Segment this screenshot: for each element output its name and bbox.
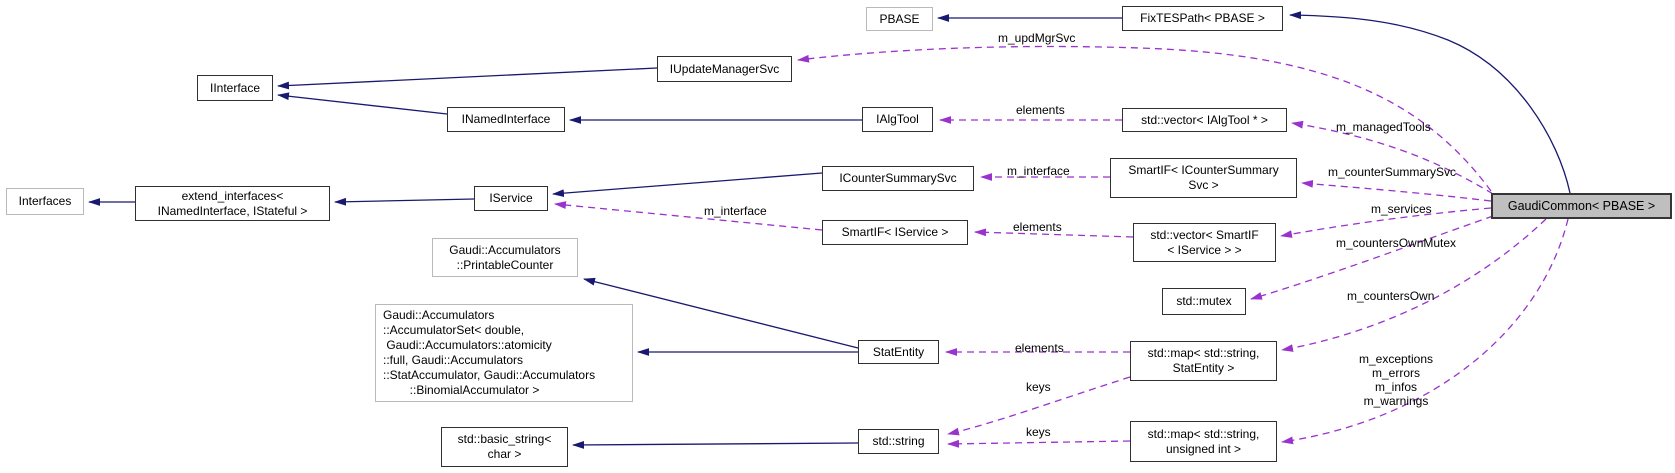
node-gaudicommon-current: GaudiCommon< PBASE > <box>1491 193 1672 219</box>
edge-label-services: m_services <box>1371 202 1432 216</box>
edge-gaudicommon-mapunsigned <box>1281 218 1569 445</box>
edge-label-interface-counter: m_interface <box>1007 164 1070 178</box>
edge-label-countersownmutex: m_countersOwnMutex <box>1336 236 1457 250</box>
node-printable-counter: Gaudi::Accumulators ::PrintableCounter <box>432 238 578 277</box>
edge-label-updmgrsvc: m_updMgrSvc <box>998 31 1076 45</box>
node-smartif-iservice[interactable]: SmartIF< IService > <box>822 220 968 245</box>
edge-gaudicommon-mapstatentity <box>1281 218 1547 352</box>
node-map-statentity[interactable]: std::map< std::string, StatEntity > <box>1130 341 1277 381</box>
edge-label-elements-service: elements <box>1013 220 1062 234</box>
node-pbase: PBASE <box>866 7 933 31</box>
node-iupdatemanagersvc[interactable]: IUpdateManagerSvc <box>657 56 792 82</box>
node-std-mutex[interactable]: std::mutex <box>1162 288 1246 315</box>
edge-iservice-extendinterfaces <box>334 197 475 206</box>
edge-label-interface-service: m_interface <box>704 204 767 218</box>
node-statentity[interactable]: StatEntity <box>858 340 939 364</box>
node-accumulator-set: Gaudi::Accumulators ::AccumulatorSet< do… <box>375 304 633 402</box>
edge-gaudicommon-stdmutex <box>1250 215 1494 300</box>
node-extend-interfaces[interactable]: extend_interfaces< INamedInterface, ISta… <box>135 186 330 221</box>
edge-mapstatentity-stdstring-keys <box>947 376 1131 436</box>
edge-label-elements-algtool: elements <box>1016 103 1065 117</box>
edge-gaudicommon-vectorsmartif <box>1280 207 1492 238</box>
node-map-unsigned-int[interactable]: std::map< std::string, unsigned int > <box>1130 421 1277 462</box>
node-iservice[interactable]: IService <box>474 186 548 211</box>
edge-label-exception-counts: m_exceptions m_errors m_infos m_warnings <box>1358 352 1434 408</box>
edge-label-keys-unsigned: keys <box>1026 425 1051 439</box>
node-vector-smartif-iservice[interactable]: std::vector< SmartIF < IService > > <box>1133 223 1276 262</box>
edge-gaudicommon-updmgrsvc <box>797 45 1492 192</box>
edge-statentity-printablecounter <box>583 277 859 349</box>
edge-label-elements-statentity: elements <box>1015 341 1064 355</box>
edge-label-countersummarysvc: m_counterSummarySvc <box>1328 165 1457 179</box>
edge-gaudicommon-fixtespath <box>1289 11 1571 194</box>
node-ialgtool[interactable]: IAlgTool <box>862 107 933 132</box>
node-smartif-icountersummarysvc[interactable]: SmartIF< ICounterSummary Svc > <box>1110 158 1297 198</box>
edge-mapunsigned-stdstring-keys <box>947 439 1131 448</box>
node-icountersummarysvc[interactable]: ICounterSummarySvc <box>822 166 974 191</box>
edge-iupdatemanagersvc-iinterface <box>277 67 658 90</box>
edge-label-keys-statentity: keys <box>1026 380 1051 394</box>
edge-gaudicommon-smartificss <box>1301 180 1492 202</box>
node-interfaces: Interfaces <box>6 188 84 215</box>
node-std-string[interactable]: std::string <box>858 429 939 454</box>
node-iinterface[interactable]: IInterface <box>197 75 273 101</box>
edge-vectorsmartif-smartifiservice <box>974 228 1134 238</box>
node-inamedinterface[interactable]: INamedInterface <box>447 107 565 132</box>
node-basic-string[interactable]: std::basic_string< char > <box>441 427 568 467</box>
node-vector-ialgtool[interactable]: std::vector< IAlgTool * > <box>1122 108 1287 132</box>
edge-inamedinterface-iinterface <box>277 92 448 115</box>
edge-icountersummarysvc-iservice <box>552 172 823 198</box>
edge-label-managedtools: m_managedTools <box>1336 120 1431 134</box>
edge-label-countersown: m_countersOwn <box>1347 289 1435 303</box>
edge-stdstring-basicstring <box>572 441 859 449</box>
edge-gaudicommon-vectorialgtool <box>1291 120 1494 195</box>
node-fixtespath[interactable]: FixTESPath< PBASE > <box>1122 6 1283 31</box>
edge-smartifiservice-iservice <box>554 201 823 231</box>
